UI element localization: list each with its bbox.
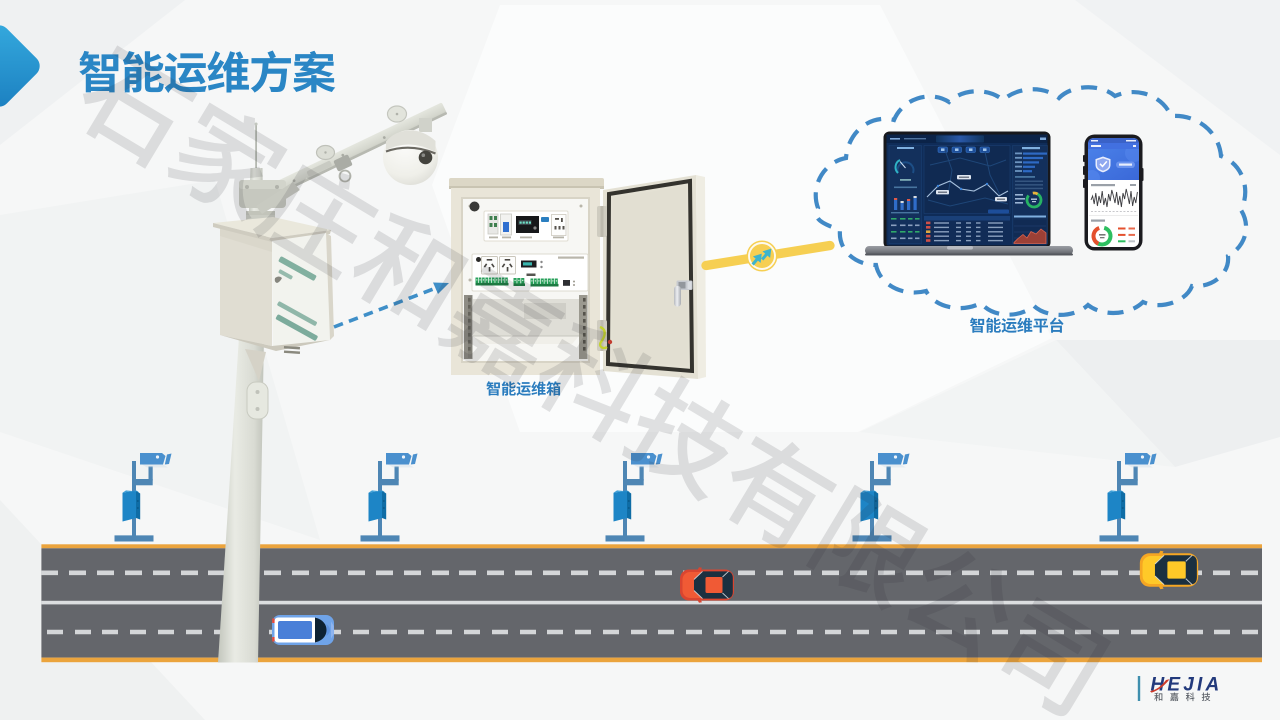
svg-text:HEJIA: HEJIA bbox=[1151, 675, 1223, 696]
